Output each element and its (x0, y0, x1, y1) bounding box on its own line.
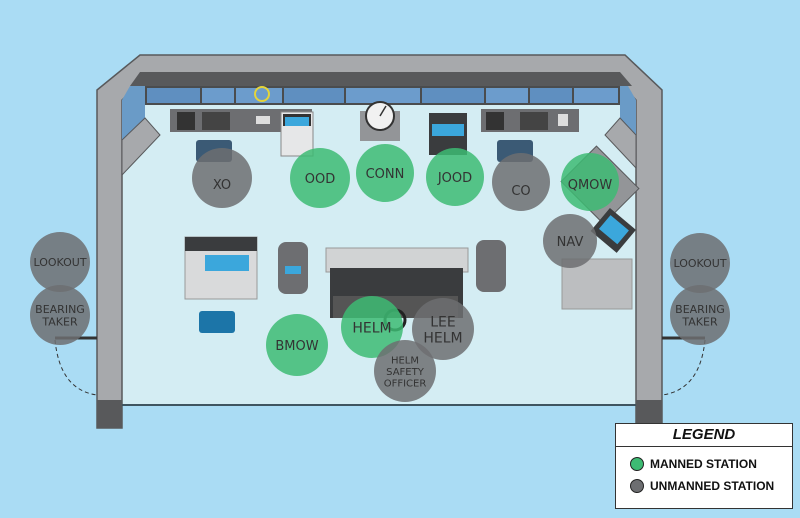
station-lookout-stbd: LOOKOUT (670, 233, 730, 293)
station-label: NAV (557, 235, 584, 250)
station-qmow: QMOW (561, 153, 619, 211)
corner-wedge-left (121, 117, 161, 177)
station-label: LOOKOUT (33, 256, 86, 269)
station-xo: XO (192, 148, 252, 208)
station-label: JOOD (437, 171, 472, 186)
overhead-console (130, 72, 632, 86)
manned-station-marker (561, 153, 619, 211)
station-label: TAKER (681, 316, 718, 329)
unmanned-station-marker (192, 148, 252, 208)
station-label: CO (511, 184, 530, 199)
station-label: BEARING (35, 303, 85, 316)
station-lookout-port: LOOKOUT (30, 232, 90, 292)
manned-station-marker (266, 314, 328, 376)
legend-manned-label: MANNED STATION (650, 457, 757, 471)
station-jood: JOOD (426, 148, 484, 206)
station-label: LOOKOUT (673, 257, 726, 270)
station-co: CO (492, 153, 550, 211)
legend-item-manned: MANNED STATION (630, 457, 792, 471)
manned-station-marker (290, 148, 350, 208)
corner-wedge-right (604, 117, 637, 170)
port-wing-door (54, 336, 98, 396)
unmanned-station-marker (543, 214, 597, 268)
station-label: XO (213, 178, 231, 193)
station-label: HELM (352, 320, 391, 336)
starboard-wing-door (661, 336, 706, 396)
station-label: SAFETY (386, 367, 425, 378)
legend: LEGEND MANNED STATION UNMANNED STATION (615, 423, 793, 509)
station-label: OOD (305, 172, 335, 187)
wall-base-left (97, 400, 122, 428)
unmanned-station-marker (492, 153, 550, 211)
unmanned-station-marker (374, 340, 436, 402)
station-label: CONN (366, 167, 405, 182)
gray-dot-icon (630, 479, 644, 493)
legend-unmanned-label: UNMANNED STATION (650, 479, 775, 493)
station-label: LEE (430, 314, 456, 330)
green-dot-icon (630, 457, 644, 471)
unmanned-station-marker (412, 298, 474, 360)
window-strip (122, 86, 636, 140)
legend-title: LEGEND (616, 424, 792, 447)
station-label: HELM (423, 330, 462, 346)
legend-item-unmanned: UNMANNED STATION (630, 479, 792, 493)
station-label: OFFICER (384, 378, 427, 389)
station-label: HELM (391, 355, 419, 366)
station-helm: HELM (341, 296, 403, 358)
station-label: BEARING (675, 303, 725, 316)
station-conn: CONN (356, 144, 414, 202)
station-ood: OOD (290, 148, 350, 208)
unmanned-station-marker (30, 285, 90, 345)
station-bmow: BMOW (266, 314, 328, 376)
manned-station-marker (356, 144, 414, 202)
manned-station-marker (341, 296, 403, 358)
unmanned-station-marker (670, 285, 730, 345)
station-label: BMOW (275, 339, 318, 354)
station-label: QMOW (568, 178, 613, 193)
manned-station-marker (426, 148, 484, 206)
unmanned-station-marker (30, 232, 90, 292)
station-nav: NAV (543, 214, 597, 268)
unmanned-station-marker (670, 233, 730, 293)
station-label: TAKER (41, 316, 78, 329)
